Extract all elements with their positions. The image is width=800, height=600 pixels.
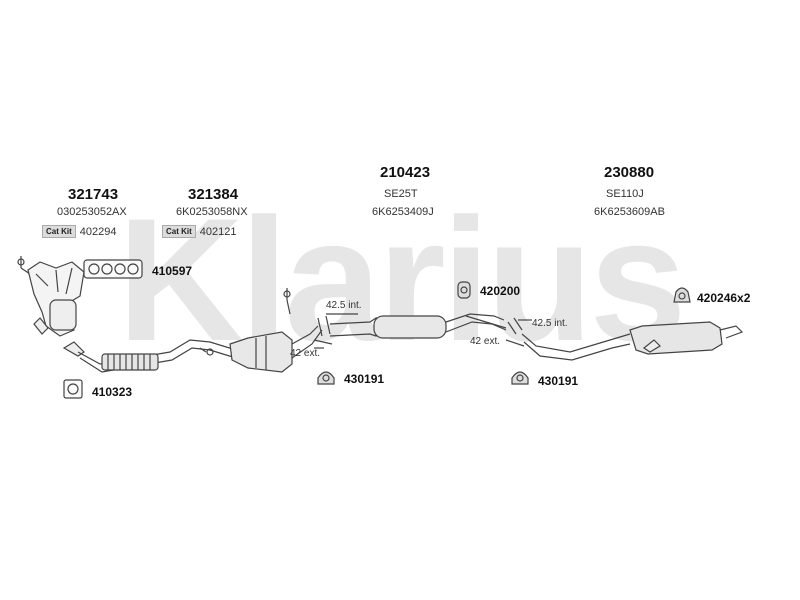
cat-kit-402294: Cat Kit 402294 [42, 225, 117, 238]
component-420246x2: 420246x2 [697, 291, 751, 305]
dimension-label: 42.5 int. [326, 300, 362, 311]
cat-kit-number: 402294 [79, 225, 117, 238]
flange-gasket-icon [63, 379, 83, 399]
component-410323: 410323 [92, 385, 133, 399]
component-430191-2: 430191 [538, 374, 579, 388]
centre-silencer-icon [329, 313, 507, 339]
pipe-joint-icon-right [505, 317, 532, 347]
part-number-210423: 210423 [380, 164, 431, 181]
cat-kit-402121: Cat Kit 402121 [162, 225, 237, 238]
manifold-gasket-icon [83, 259, 143, 279]
part-number-321384: 321384 [188, 186, 239, 203]
oem-code-6K0253058NX: 6K0253058NX [176, 206, 248, 218]
code-SE25T: SE25T [384, 188, 418, 200]
oem-code-6K6253409J: 6K6253409J [372, 206, 434, 218]
code-SE110J: SE110J [606, 188, 644, 200]
rubber-hanger-icon [673, 287, 691, 303]
component-430191: 430191 [344, 372, 385, 386]
pipe-joint-icon-left [313, 313, 358, 349]
dimension-label: 42.5 int. [532, 318, 568, 329]
manifold-catalyst-icon [27, 261, 85, 337]
component-410597: 410597 [152, 264, 193, 278]
part-number-230880: 230880 [604, 164, 655, 181]
rear-silencer-icon [521, 321, 744, 361]
rubber-mount-icon [457, 281, 471, 299]
catalytic-converter-icon [229, 325, 323, 373]
pipe-clamp-icon-2 [511, 371, 529, 385]
part-number-321743: 321743 [68, 186, 119, 203]
pipe-clamp-icon [317, 371, 335, 385]
dimension-label: 42 ext. [290, 348, 321, 359]
oem-code-030253052AX: 030253052AX [57, 206, 127, 218]
cat-kit-badge: Cat Kit [162, 225, 196, 238]
dimension-label: 42 ext. [470, 336, 501, 347]
oem-code-6K6253609AB: 6K6253609AB [594, 206, 665, 218]
component-420200: 420200 [480, 284, 521, 298]
cat-kit-number: 402121 [199, 225, 237, 238]
lambda-sensor-icon-2 [283, 288, 291, 315]
cat-kit-badge: Cat Kit [42, 225, 76, 238]
front-pipe-icon [62, 339, 237, 373]
